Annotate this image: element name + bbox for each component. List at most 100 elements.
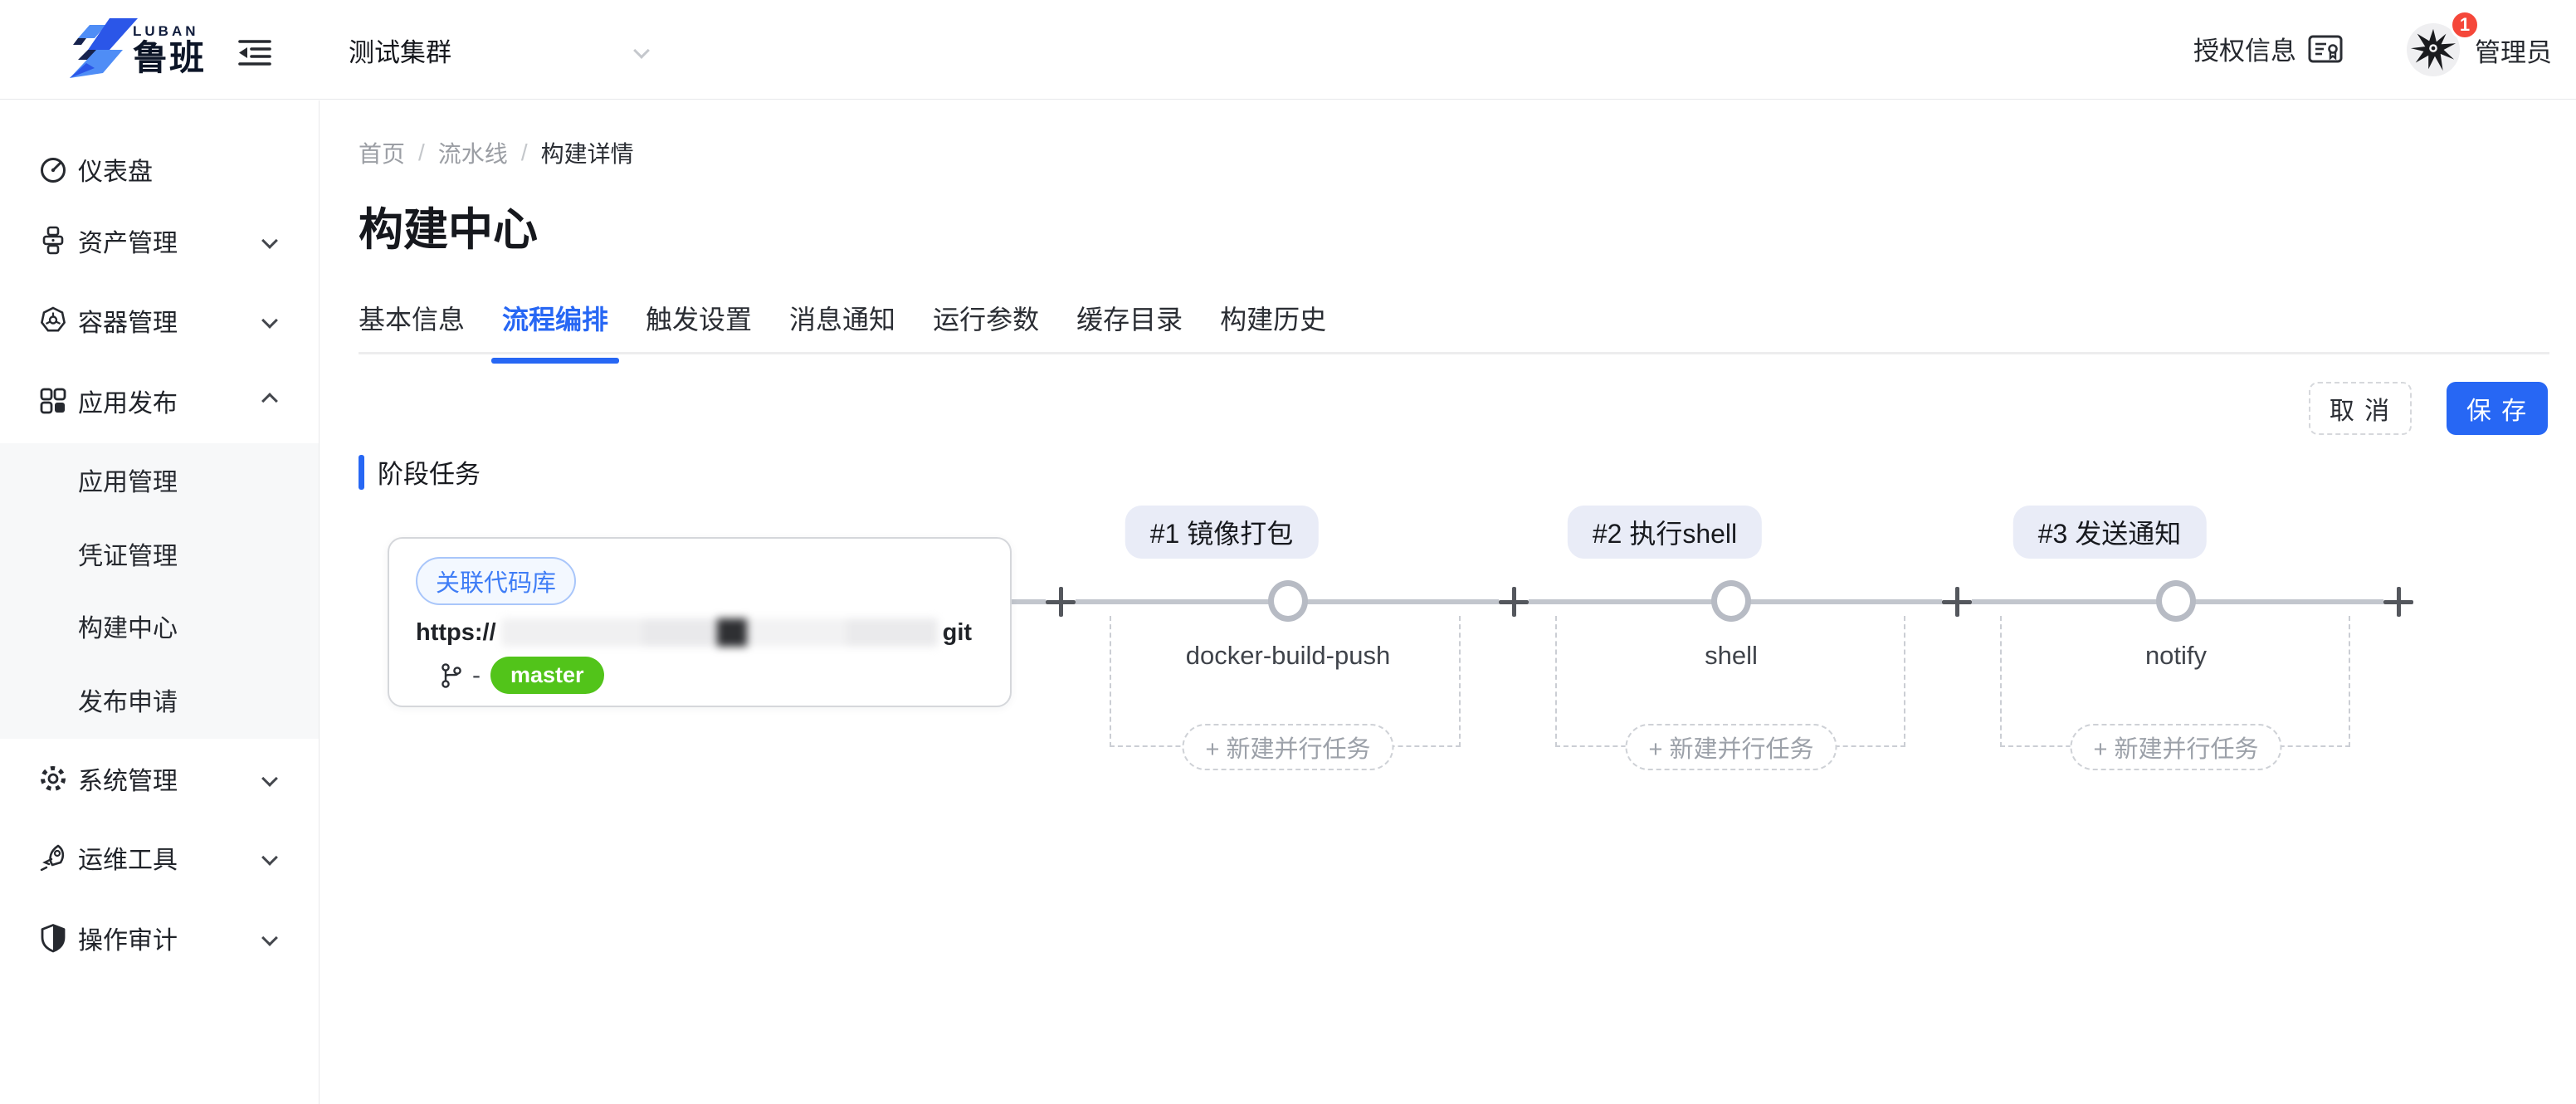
tab-run-params[interactable]: 运行参数 (933, 305, 1040, 335)
chevron-down-icon (261, 312, 278, 329)
user-menu[interactable]: 1 管理员 (2407, 10, 2552, 76)
task-name[interactable]: docker-build-push (1185, 641, 1391, 670)
chevron-down-icon (633, 42, 650, 59)
stage-label[interactable]: #2 执行shell (1567, 506, 1763, 559)
tab-build-history[interactable]: 构建历史 (1220, 305, 1327, 335)
pipeline-node[interactable] (1711, 580, 1751, 622)
notification-badge[interactable]: 1 (2450, 10, 2480, 40)
sidebar-item-label: 应用发布 (78, 390, 178, 418)
sidebar-subitem-label: 构建中心 (78, 615, 178, 642)
sidebar-collapse-icon[interactable] (237, 38, 272, 68)
sidebar-item-ops-tools[interactable]: 运维工具 (0, 821, 319, 894)
tab-pipeline-editor[interactable]: 流程编排 (491, 292, 620, 364)
tab-cache-dirs[interactable]: 缓存目录 (1076, 305, 1183, 335)
sidebar-item-label: 系统管理 (78, 768, 178, 795)
breadcrumb: 首页 / 流水线 / 构建详情 (359, 136, 634, 169)
breadcrumb-separator: / (418, 139, 425, 165)
rocket-icon (38, 843, 68, 872)
task-name[interactable]: notify (2144, 641, 2208, 670)
repo-url: https:// git (416, 618, 1010, 647)
dashboard-icon (38, 154, 68, 184)
sidebar-subitem-label: 凭证管理 (78, 543, 178, 570)
branch-separator: - (472, 661, 481, 689)
repo-tag: 关联代码库 (416, 557, 577, 605)
tab-bar: 基本信息 流程编排 触发设置 消息通知 运行参数 缓存目录 构建历史 (348, 292, 1337, 364)
cancel-button[interactable]: 取 消 (2309, 382, 2412, 435)
brand-en: LUBAN (133, 22, 199, 39)
sidebar-subitem-app-management[interactable]: 应用管理 (0, 443, 319, 516)
page-title: 构建中心 (359, 205, 538, 255)
tab-divider (359, 352, 2549, 354)
repo-source-card[interactable]: 关联代码库 https:// git - master (388, 537, 1012, 707)
stage-label[interactable]: #1 镜像打包 (1125, 506, 1319, 559)
section-title: 阶段任务 (378, 460, 481, 489)
brand-cn: 鲁班 (133, 37, 207, 77)
chevron-down-icon (261, 849, 278, 866)
sidebar-subitem-build-center[interactable]: 构建中心 (0, 589, 319, 662)
branch-badge: master (490, 657, 604, 694)
settings-icon (38, 764, 68, 794)
breadcrumb-current: 构建详情 (540, 141, 634, 167)
chevron-down-icon (261, 232, 278, 249)
sidebar-subitem-label: 发布申请 (78, 689, 178, 716)
tab-trigger-settings[interactable]: 触发设置 (646, 305, 753, 335)
chevron-down-icon (261, 930, 278, 946)
sidebar-item-dashboard[interactable]: 仪表盘 (0, 133, 319, 206)
license-info[interactable]: 授权信息 (2193, 30, 2343, 67)
tab-notifications[interactable]: 消息通知 (789, 305, 896, 335)
sidebar-item-app-release[interactable]: 应用发布 (0, 364, 319, 437)
sidebar-item-label: 容器管理 (78, 310, 178, 337)
assets-icon (38, 226, 68, 256)
breadcrumb-separator: / (520, 139, 528, 165)
chevron-up-icon (261, 393, 278, 409)
add-parallel-task-button[interactable]: + 新建并行任务 (1182, 724, 1394, 770)
git-branch-icon (441, 662, 462, 689)
repo-url-prefix: https:// (416, 618, 496, 646)
sidebar-item-label: 运维工具 (78, 847, 178, 874)
breadcrumb-pipeline[interactable]: 流水线 (437, 141, 508, 167)
sidebar-item-containers[interactable]: 容器管理 (0, 284, 319, 357)
certificate-icon (2308, 32, 2343, 66)
sidebar-item-label: 资产管理 (78, 230, 178, 257)
pipeline-node[interactable] (2156, 580, 2196, 622)
containers-icon (38, 305, 68, 335)
tab-basic-info[interactable]: 基本信息 (359, 305, 466, 335)
pipeline-node[interactable] (1268, 580, 1308, 622)
shield-icon (38, 923, 68, 953)
sidebar-subitem-credentials[interactable]: 凭证管理 (0, 517, 319, 590)
license-label: 授权信息 (2193, 37, 2296, 66)
cluster-selector-value: 测试集群 (349, 38, 451, 67)
save-button[interactable]: 保 存 (2447, 382, 2548, 435)
sidebar-item-system[interactable]: 系统管理 (0, 742, 319, 815)
add-stage-button[interactable] (1499, 587, 1529, 617)
add-stage-button[interactable] (1942, 587, 1972, 617)
sidebar-subitem-label: 应用管理 (78, 469, 178, 496)
add-stage-button[interactable] (2383, 587, 2413, 617)
sidebar-item-label: 操作审计 (78, 927, 178, 955)
repo-branch-row: - master (441, 657, 1010, 694)
repo-url-redacted (500, 618, 938, 647)
add-parallel-task-button[interactable]: + 新建并行任务 (2070, 724, 2282, 770)
avatar[interactable]: 1 (2407, 10, 2480, 76)
sidebar-item-audit[interactable]: 操作审计 (0, 901, 319, 975)
sidebar-item-assets[interactable]: 资产管理 (0, 204, 319, 277)
chevron-down-icon (261, 770, 278, 787)
ink-splash-avatar-image (2410, 28, 2456, 71)
add-stage-button[interactable] (1046, 587, 1076, 617)
task-name[interactable]: shell (1705, 641, 1758, 670)
apps-icon (38, 386, 68, 416)
sidebar-item-label: 仪表盘 (78, 159, 153, 186)
stage-label[interactable]: #3 发送通知 (2013, 506, 2207, 559)
repo-url-suffix: git (942, 618, 973, 646)
stage-section-header: 阶段任务 (359, 453, 481, 491)
section-accent-bar (359, 454, 364, 490)
app-logo: LUBAN 鲁班 (58, 13, 206, 86)
cluster-selector[interactable]: 测试集群 (349, 32, 650, 69)
sidebar-nav: 仪表盘 资产管理 容器管理 (0, 100, 320, 1104)
sidebar-subitem-release-request[interactable]: 发布申请 (0, 663, 319, 736)
add-parallel-task-button[interactable]: + 新建并行任务 (1625, 724, 1837, 770)
pipeline-line (1012, 599, 2398, 604)
logo-mark-icon (58, 13, 144, 86)
top-header: LUBAN 鲁班 测试集群 授权信息 (0, 0, 2576, 100)
breadcrumb-home[interactable]: 首页 (359, 141, 406, 167)
